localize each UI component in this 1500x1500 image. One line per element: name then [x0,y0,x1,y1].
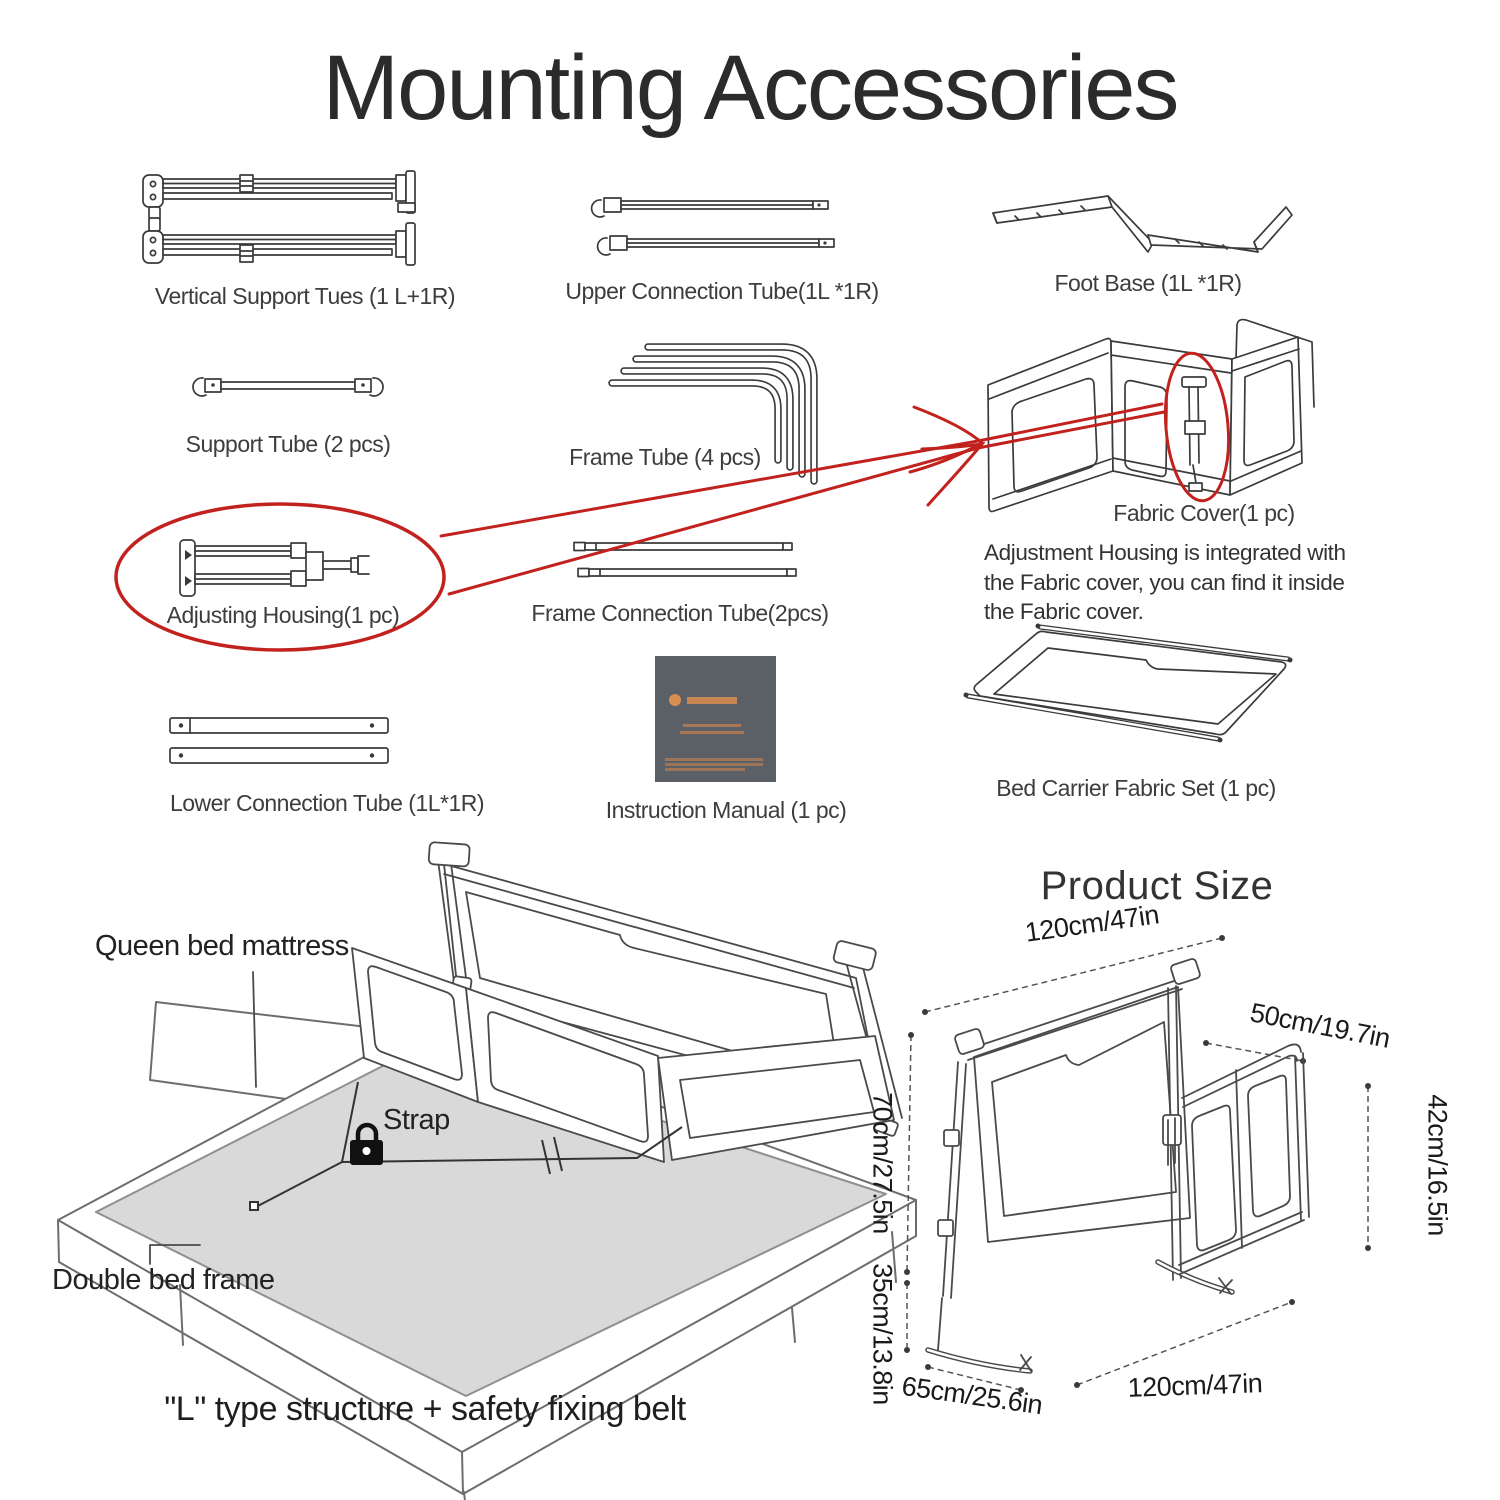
dim-bottom-width: 120cm/47in [1127,1368,1263,1403]
page-title: Mounting Accessories [322,37,1180,139]
adjustment-housing-note: Adjustment Housing is integrated with th… [984,540,1346,625]
lock-icon [350,1122,383,1165]
mattress-pointer-line [252,971,257,1088]
adjusting-housing-circle [114,502,446,652]
label-vertical-support-tubes: Vertical Support Tues (1 L+1R) [154,283,456,309]
label-fabric-cover: Fabric Cover(1 pc) [1113,500,1295,526]
fabric-cover-circle [1163,351,1231,503]
label-queen-bed-mattress: Queen bed mattress [95,930,349,962]
product-drawing [925,958,1310,1374]
safety-straps [249,1081,683,1211]
structure-caption: "L" type structure + safety fixing belt [164,1390,686,1428]
support-tube-drawing [192,377,384,397]
arrow-line-upper [439,402,1164,538]
label-double-bed-frame: Double bed frame [52,1264,275,1296]
dim-rail-height: 70cm/27.5in [867,1092,898,1234]
lower-connection-tube-drawing [169,717,389,764]
foot-base-drawing [992,195,1293,253]
dimension-lines [904,935,1371,1393]
label-strap: Strap [383,1104,450,1136]
dim-side-height: 42cm/16.5in [1422,1094,1453,1236]
product-size-diagram [904,935,1371,1393]
bed-carrier-fabric-set-drawing [963,623,1293,743]
label-frame-connection-tube: Frame Connection Tube(2pcs) [531,600,829,626]
label-instruction-manual: Instruction Manual (1 pc) [605,797,847,823]
upper-connection-tube-drawing [590,197,835,256]
vertical-support-tubes-drawing [142,170,416,266]
label-adjusting-housing: Adjusting Housing(1 pc) [166,602,400,628]
adjustment-housing-inside-cover [1181,376,1207,492]
arrow-head-2 [920,441,986,507]
bedside-rail [351,841,903,1163]
dim-lower-height: 35cm/13.8in [867,1263,898,1405]
label-upper-connection-tube: Upper Connection Tube(1L *1R) [565,278,879,304]
label-bed-carrier-fabric-set: Bed Carrier Fabric Set (1 pc) [996,775,1276,801]
label-frame-tube: Frame Tube (4 pcs) [569,444,761,470]
bed-frame-pointer-line [149,1244,201,1265]
fabric-cover-drawing [987,318,1315,513]
label-foot-base: Foot Base (1L *1R) [1054,270,1242,296]
manual-logo-icon [669,694,681,706]
frame-tube-drawing [608,343,818,485]
adjusting-housing-drawing [179,539,370,597]
product-size-title: Product Size [1040,864,1274,908]
label-lower-connection-tube: Lower Connection Tube (1L*1R) [169,790,485,816]
frame-connection-tube-drawing [573,541,797,578]
bed-installation-illustration [57,841,917,1500]
label-support-tube: Support Tube (2 pcs) [185,431,391,457]
instruction-manual-cover [655,656,776,782]
